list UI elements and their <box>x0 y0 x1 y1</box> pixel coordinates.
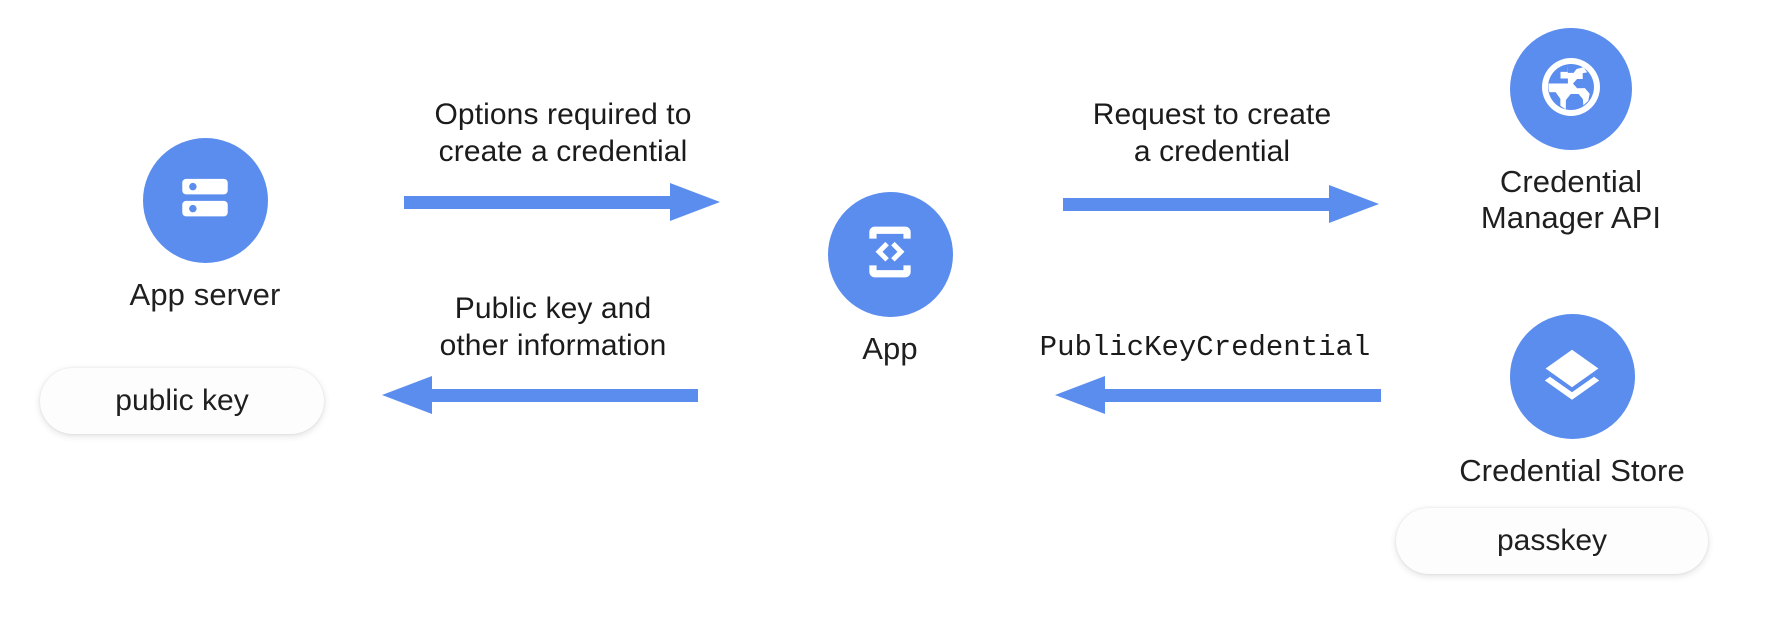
edge-label-request-to-create: Request to create a credential <box>1092 98 1332 169</box>
edge-label-options-required: Options required to create a credential <box>434 98 692 169</box>
public-key-pill: public key <box>40 368 324 434</box>
globe-icon <box>1534 50 1608 129</box>
globe-icon-circle <box>1510 28 1632 150</box>
node-credential-manager-api: Credential Manager API <box>1446 28 1696 237</box>
node-app-server-label: App server <box>129 277 281 312</box>
edge-label-public-key-credential: PublicKeyCredential <box>1039 331 1371 364</box>
arrow-request-to-create <box>1063 184 1379 224</box>
app-icon-circle <box>827 192 953 317</box>
public-key-pill-label: public key <box>115 384 249 417</box>
node-credential-store-label: Credential Store <box>1459 453 1685 488</box>
layers-icon <box>1539 341 1605 412</box>
node-app: App <box>766 192 1014 367</box>
server-icon-circle <box>142 138 268 263</box>
edge-label-public-key-and-other-information: Public key and other information <box>439 292 667 363</box>
passkey-pill: passkey <box>1396 508 1708 574</box>
node-credential-manager-api-label: Credential Manager API <box>1480 164 1662 236</box>
arrow-options-required <box>404 182 720 222</box>
arrow-public-key-credential <box>1055 375 1381 415</box>
layers-icon-circle <box>1509 314 1635 439</box>
node-app-server: App server <box>81 138 329 313</box>
node-credential-store: Credential Store <box>1447 314 1697 489</box>
node-app-label: App <box>862 331 918 366</box>
app-code-phone-icon <box>859 221 921 288</box>
arrow-public-key-and-other-information <box>382 375 698 415</box>
server-icon <box>174 167 236 234</box>
passkey-pill-label: passkey <box>1496 524 1608 557</box>
